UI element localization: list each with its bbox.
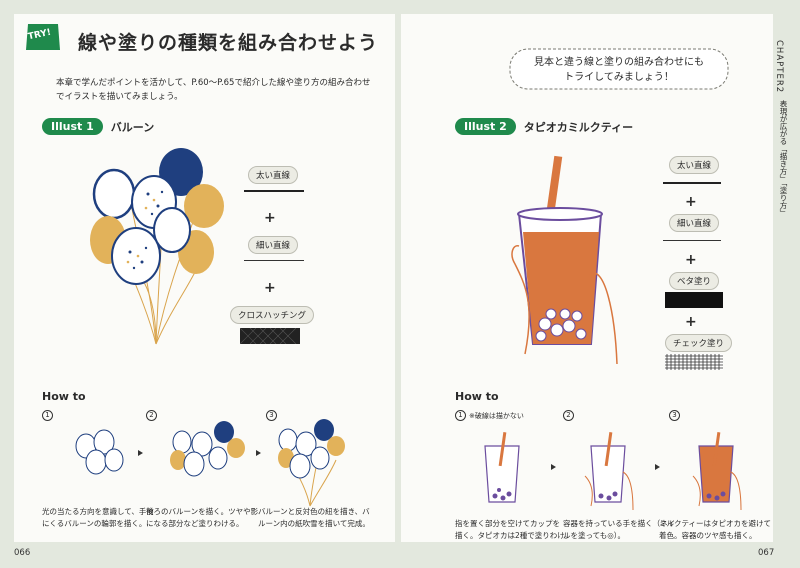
- check-fill-swatch: [665, 354, 723, 370]
- tag-thin-line: 細い直線: [248, 236, 299, 254]
- plus-icon: +: [264, 280, 276, 296]
- thin-line-sample: [244, 260, 304, 261]
- step-3-thumbnail: [692, 432, 742, 511]
- bubble-tea-illustration: [511, 155, 618, 365]
- step-number: 3: [266, 410, 277, 421]
- page-number-left: 066: [14, 548, 31, 558]
- step-text-line: 後ろのバルーンを描く。ツヤや影: [146, 507, 259, 516]
- step-1-thumbnail: [484, 432, 520, 503]
- step-text-line: 指を置く部分を空けてカップを: [455, 519, 560, 528]
- plus-icon: +: [264, 210, 276, 226]
- howto-heading: How to: [42, 390, 86, 403]
- cross-hatching-swatch: [240, 328, 300, 344]
- illust-1-name: バルーン: [110, 120, 155, 134]
- step-3-thumbnail: [278, 419, 345, 507]
- thick-line-sample: [244, 190, 304, 192]
- step-text-line: 容器を持っている手を描く（ネイ: [563, 519, 676, 528]
- step-text-line: ミルクティーはタピオカを避けて: [659, 519, 772, 528]
- step-2-text: 容器を持っている手を描く（ネイ ルを塗っても◎）。: [563, 518, 675, 542]
- step-3-text: ミルクティーはタピオカを避けて 着色。容器のツヤ感も描く。: [659, 518, 771, 542]
- page-title: 線や塗りの種類を組み合わせよう: [78, 32, 379, 54]
- step-text-line: バルーンと反対色の紐を描き、バ: [258, 507, 370, 516]
- plus-icon: +: [685, 314, 697, 330]
- step-number: 2: [146, 410, 157, 421]
- intro-line: 本章で学んだポイントを活かして、P.60〜P.65で紹介した線や塗り方の組み合わ…: [56, 78, 371, 88]
- step-number: 1: [42, 410, 53, 421]
- arrow-icon: [256, 450, 261, 456]
- intro-text: 本章で学んだポイントを活かして、P.60〜P.65で紹介した線や塗り方の組み合わ…: [56, 76, 386, 104]
- page-number-right: 067: [758, 548, 775, 558]
- step-number: 2: [563, 410, 574, 421]
- step-text-line: になる部分など塗りわける。: [146, 519, 244, 528]
- tag-thick-line: 太い直線: [248, 166, 299, 184]
- illust-1-header: Illust 1 バルーン: [42, 118, 154, 135]
- illust-2-header: Illust 2 タピオカミルクティー: [455, 118, 633, 135]
- balloon-illustration: [90, 148, 224, 345]
- tag-cross-hatching: クロスハッチング: [230, 306, 315, 324]
- step-2-text: 後ろのバルーンを描く。ツヤや影 になる部分など塗りわける。: [146, 506, 258, 530]
- speech-line: トライしてみましょう！: [564, 72, 674, 83]
- tag-solid-fill: ベタ塗り: [669, 272, 720, 290]
- step-number: 3: [669, 410, 680, 421]
- solid-fill-swatch: [665, 292, 723, 308]
- arrow-icon: [138, 450, 143, 456]
- chapter-label: CHAPTER2: [774, 40, 784, 94]
- speech-bubble-text: 見本と違う線と塗りの組み合わせにも トライしてみましょう！: [519, 55, 719, 85]
- arrow-icon: [551, 464, 556, 470]
- try-badge: [26, 24, 60, 50]
- right-page: 見本と違う線と塗りの組み合わせにも トライしてみましょう！ Illust 2 タ…: [401, 14, 773, 542]
- thin-line-sample: [663, 240, 721, 241]
- step-1-thumbnail: [75, 429, 124, 475]
- step-text-line: 着色。容器のツヤ感も描く。: [659, 531, 757, 540]
- speech-bubble: [509, 48, 729, 90]
- left-page: TRY! 線や塗りの種類を組み合わせよう 本章で学んだポイントを活かして、P.6…: [14, 14, 395, 542]
- step-1-text: 光の当たる方向を意識して、手前 にくるバルーンの輪郭を描く。: [42, 506, 154, 530]
- step-number: 1: [455, 410, 466, 421]
- tag-check-fill: チェック塗り: [665, 334, 733, 352]
- step-1-text: 指を置く部分を空けてカップを 描く。タピオカは2種で塗りわけ。: [455, 518, 572, 542]
- note-text: ※破線は描かない: [469, 412, 524, 420]
- step-text-line: ルーン内の紙吹雪を描いて完成。: [258, 519, 370, 528]
- step-text-line: にくるバルーンの輪郭を描く。: [42, 519, 147, 528]
- thick-line-sample: [663, 182, 721, 184]
- step-text-line: ルを塗っても◎）。: [563, 531, 626, 540]
- step-text-line: 光の当たる方向を意識して、手前: [42, 507, 154, 516]
- step-3-text: バルーンと反対色の紐を描き、バ ルーン内の紙吹雪を描いて完成。: [258, 506, 370, 530]
- tag-thick-line: 太い直線: [669, 156, 720, 174]
- speech-line: 見本と違う線と塗りの組み合わせにも: [534, 57, 704, 68]
- howto-heading: How to: [455, 390, 499, 403]
- intro-line: でイラストを描いてみましょう。: [56, 92, 183, 102]
- step-2-thumbnail: [170, 421, 245, 477]
- illust-2-pill: Illust 2: [455, 118, 516, 135]
- step-2-thumbnail: [584, 432, 634, 511]
- illust-2-name: タピオカミルクティー: [523, 120, 634, 134]
- illust-1-pill: Illust 1: [42, 118, 103, 135]
- tag-thin-line: 細い直線: [669, 214, 720, 232]
- plus-icon: +: [685, 194, 697, 210]
- chapter-subtitle: 表現が広がる「描き方」「塗り方」: [779, 100, 788, 217]
- arrow-icon: [655, 464, 660, 470]
- plus-icon: +: [685, 252, 697, 268]
- step-text-line: 描く。タピオカは2種で塗りわけ。: [455, 531, 572, 540]
